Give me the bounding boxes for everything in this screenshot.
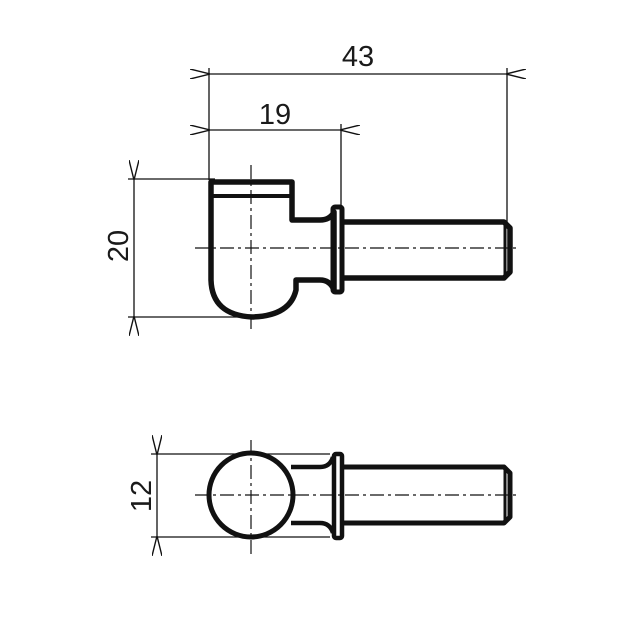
dimension-label-19: 19 bbox=[259, 99, 291, 131]
dimension-overall-length: 43 bbox=[209, 41, 507, 225]
dimension-head-height: 20 bbox=[103, 179, 250, 317]
centerlines-side-view bbox=[195, 165, 520, 330]
dimension-label-43: 43 bbox=[342, 41, 374, 73]
side-view-part bbox=[208, 179, 513, 320]
centerlines-bottom-view bbox=[195, 440, 520, 555]
dimension-label-20: 20 bbox=[103, 230, 135, 262]
dimension-label-12: 12 bbox=[126, 480, 158, 512]
dimension-head-length: 19 bbox=[210, 99, 341, 210]
dimension-ball-diameter: 12 bbox=[126, 454, 330, 537]
